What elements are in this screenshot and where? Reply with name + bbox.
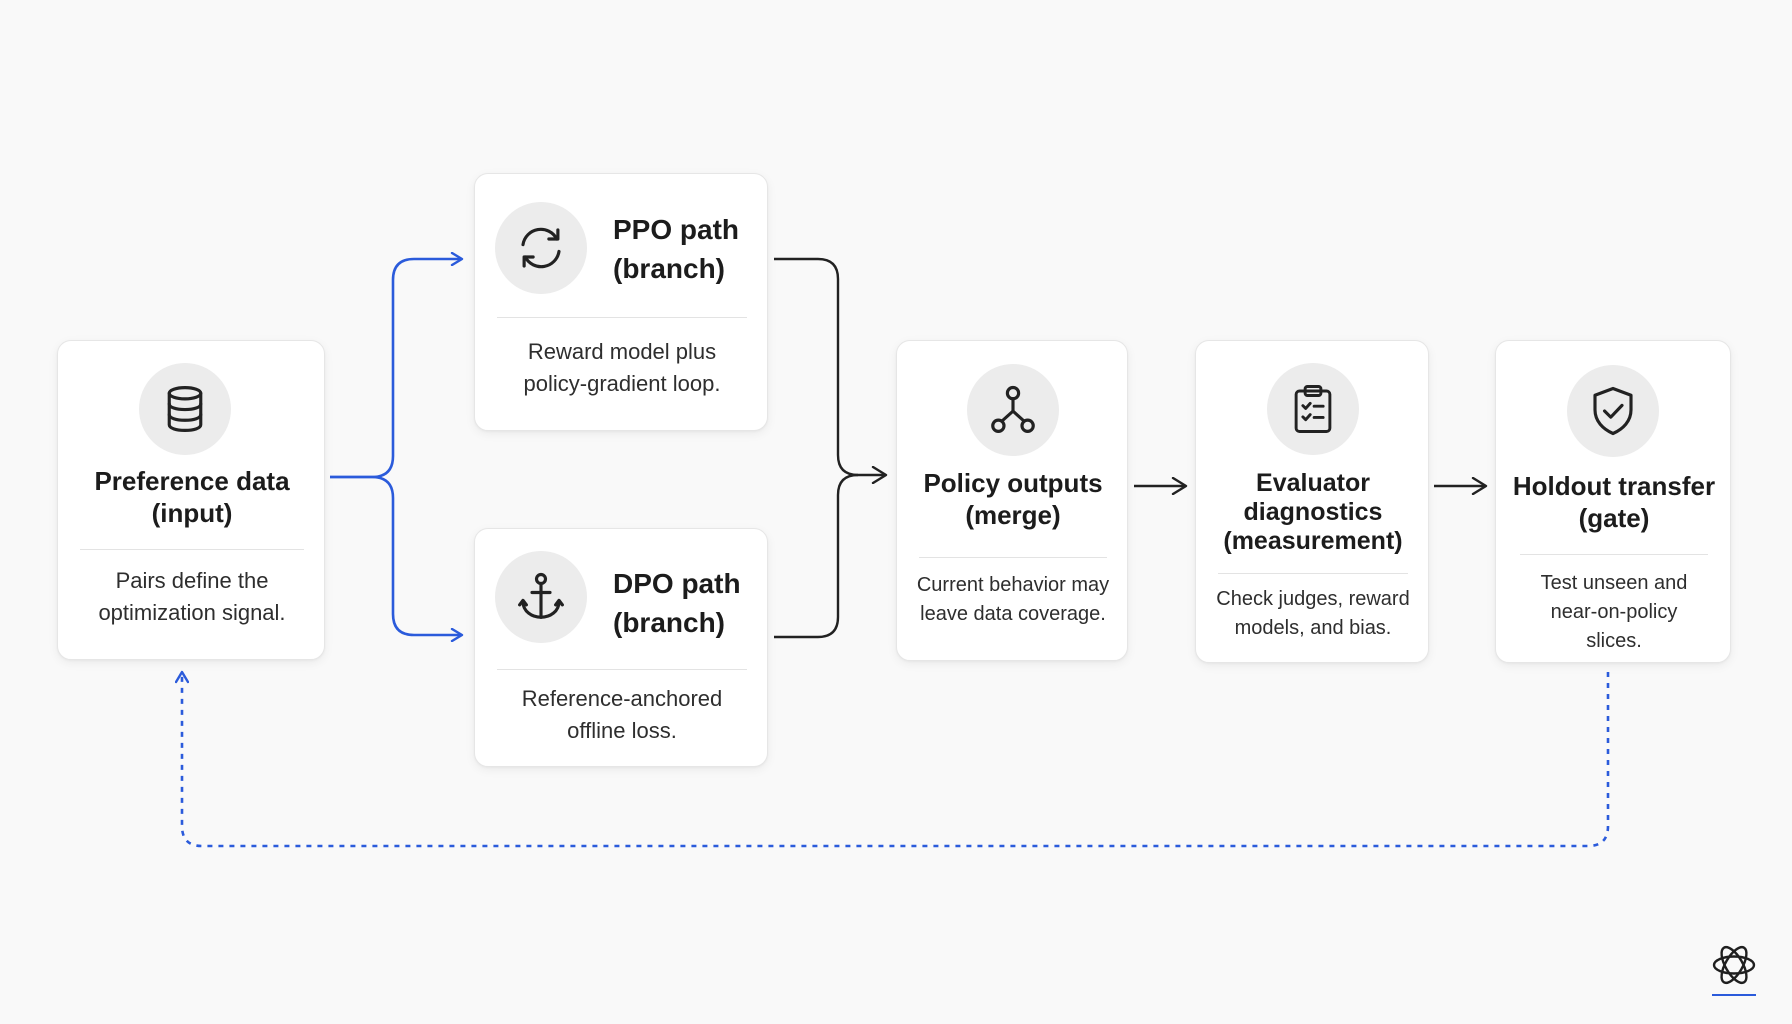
knot-logo [1710,941,1758,1001]
node-evaluator-diagnostics: Evaluator diagnostics (measurement) Chec… [1195,340,1429,663]
node-description: Reward model plus policy-gradient loop. [523,339,721,396]
node-divider [1218,573,1408,574]
node-ppo-path: PPO path (branch) Reward model plus poli… [474,173,768,431]
node-description: Test unseen and near-on-policy slices. [1540,572,1688,652]
clipboard-checklist-icon [1267,363,1359,455]
arrow-ppo-to-policy [774,257,886,475]
node-description: Current behavior may leave data coverage… [916,574,1110,625]
arrow-dpo-to-policy [774,473,859,639]
merge-nodes-icon [967,364,1059,456]
refresh-icon [495,202,587,294]
node-title: DPO path (branch) [613,568,741,638]
node-description: Pairs define the optimization signal. [98,568,286,625]
knot-logo-icon [1712,945,1756,985]
node-divider [497,317,747,318]
node-title: Preference data (input) [94,466,290,528]
arrow-preference-to-ppo [330,259,462,479]
feedback-loop-arrow [182,672,1610,848]
node-divider [919,557,1107,558]
arrow-preference-to-dpo [330,475,462,635]
node-title: Evaluator diagnostics (measurement) [1223,469,1403,555]
database-icon [139,363,231,455]
node-divider [1520,554,1708,555]
node-title: Policy outputs (merge) [923,468,1103,530]
node-title: PPO path (branch) [613,214,740,284]
node-divider [497,669,747,670]
anchor-icon [495,551,587,643]
node-policy-outputs: Policy outputs (merge) Current behavior … [896,340,1128,661]
node-title: Holdout transfer (gate) [1512,471,1716,533]
node-dpo-path: DPO path (branch) Reference-anchored off… [474,528,768,767]
node-preference-data: Preference data (input) Pairs define the… [57,340,325,660]
node-holdout-transfer: Holdout transfer (gate) Test unseen and … [1495,340,1731,663]
node-description: Reference-anchored offline loss. [521,686,723,743]
logo-underline [1712,994,1756,996]
node-divider [80,549,304,550]
shield-check-icon [1567,365,1659,457]
node-description: Check judges, reward models, and bias. [1216,588,1410,639]
